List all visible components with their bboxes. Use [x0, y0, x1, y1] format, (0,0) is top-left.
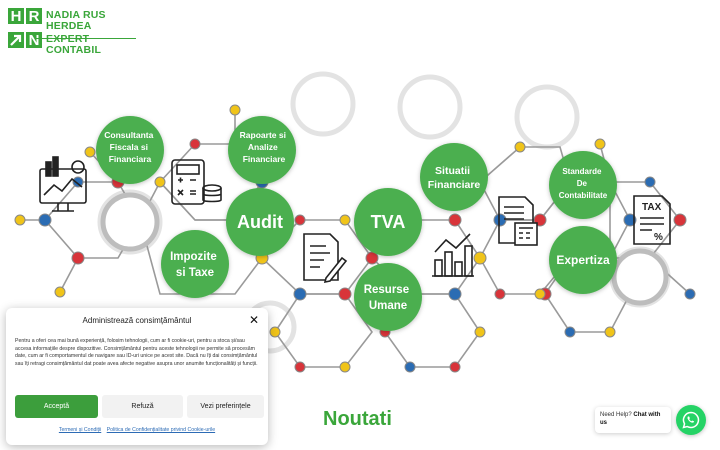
- close-icon[interactable]: ✕: [248, 313, 259, 327]
- service-situatii: Situatii Financiare: [428, 165, 481, 191]
- spreadsheet-icon: [498, 196, 538, 246]
- consent-links: Termeni și Condiții Politica de Confiden…: [6, 427, 268, 433]
- help-cta: Chat with us: [600, 412, 661, 426]
- service-impozite: Impozite si Taxe: [170, 251, 220, 279]
- service-resurse: Resurse Umane: [364, 284, 413, 312]
- logo-letter-r: R: [26, 8, 42, 25]
- logo-name-line2: HERDEA: [46, 20, 92, 32]
- cookie-policy-link[interactable]: Politica de Confidențialitate privind Co…: [106, 427, 216, 433]
- logo-letter-n: N: [26, 32, 42, 49]
- consent-body-text: Pentru a oferi cea mai bună experiență, …: [15, 338, 258, 367]
- document-pen-icon: [303, 233, 348, 284]
- logo-arrow-icon: [8, 32, 24, 48]
- terms-link[interactable]: Termeni și Condiții: [58, 427, 102, 433]
- help-chat-bubble[interactable]: Need Help? Chat with us: [595, 407, 671, 433]
- service-tva: TVA: [371, 212, 406, 232]
- tax-icon-label: TAX: [642, 202, 662, 213]
- service-rapoarte: Rapoarte si Analize Financiare: [240, 130, 289, 164]
- logo-title-line2: CONTABIL: [46, 44, 102, 56]
- consent-title: Administrează consimțământul: [82, 316, 192, 325]
- services-hero-graphic: TAX % Consultanta Fiscala si Financiara: [14, 71, 696, 373]
- logo-letter-h: H: [8, 8, 24, 25]
- logo-name-line1: NADIA RUS: [46, 9, 106, 21]
- service-standarde: Standarde De Contabilitate: [559, 167, 608, 200]
- accept-button[interactable]: Acceptă: [15, 395, 98, 418]
- cookie-consent-dialog: Administrează consimțământul ✕ Pentru a …: [6, 308, 268, 445]
- whatsapp-icon: [682, 411, 700, 429]
- help-prefix: Need Help?: [600, 412, 632, 418]
- service-consultanta: Consultanta Fiscala si Financiara: [104, 130, 156, 164]
- refuse-button[interactable]: Refuză: [102, 395, 183, 418]
- whatsapp-chat-button[interactable]: [676, 405, 706, 435]
- calculator-icon: [171, 159, 222, 205]
- svg-text:%: %: [654, 232, 663, 243]
- site-logo[interactable]: H R N NADIA RUS HERDEA EXPERT CONTABIL: [8, 8, 136, 56]
- bar-chart-icon: [432, 233, 474, 277]
- service-audit: Audit: [237, 212, 283, 232]
- computer-chart-icon: [39, 156, 87, 212]
- tax-document-icon: TAX %: [633, 195, 671, 245]
- service-expertiza: Expertiza: [556, 253, 610, 267]
- news-heading: Noutati: [323, 408, 392, 430]
- logo-title-line1: EXPERT: [46, 33, 90, 45]
- logo-divider: [36, 38, 136, 39]
- view-preferences-button[interactable]: Vezi preferințele: [187, 395, 264, 418]
